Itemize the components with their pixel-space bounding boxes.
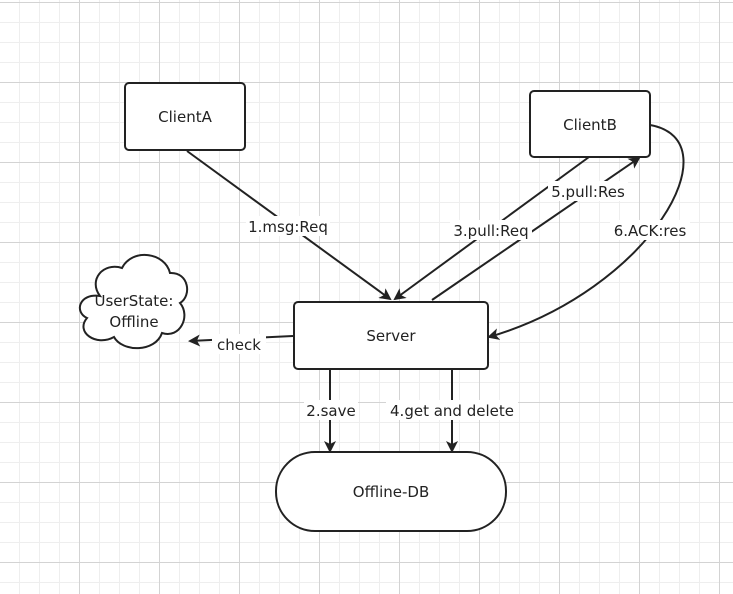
edge-label-check: check	[217, 336, 261, 354]
clientb-node	[529, 90, 651, 158]
server-node	[293, 301, 489, 370]
server-label: Server	[366, 327, 416, 345]
clienta-label: ClientA	[158, 108, 212, 126]
clienta-node	[124, 82, 246, 151]
edge-label-get-delete: 4.get and delete	[390, 402, 514, 420]
edge-clientb-to-server-ack	[487, 124, 685, 340]
offline-db-node	[275, 451, 507, 532]
userstate-label-line1: UserState:	[95, 292, 174, 310]
edge-label-msg-req: 1.msg:Req	[248, 218, 328, 236]
offline-db-label: Offline-DB	[353, 483, 429, 501]
userstate-label-line2: Offline	[109, 313, 158, 331]
edge-label-pull-res: 5.pull:Res	[551, 183, 625, 201]
edge-label-save: 2.save	[306, 402, 355, 420]
clientb-label: ClientB	[563, 116, 617, 134]
edge-label-ack-res: 6.ACK:res	[614, 222, 687, 240]
edge-label-pull-req: 3.pull:Req	[453, 222, 528, 240]
userstate-cloud-node	[78, 253, 189, 350]
